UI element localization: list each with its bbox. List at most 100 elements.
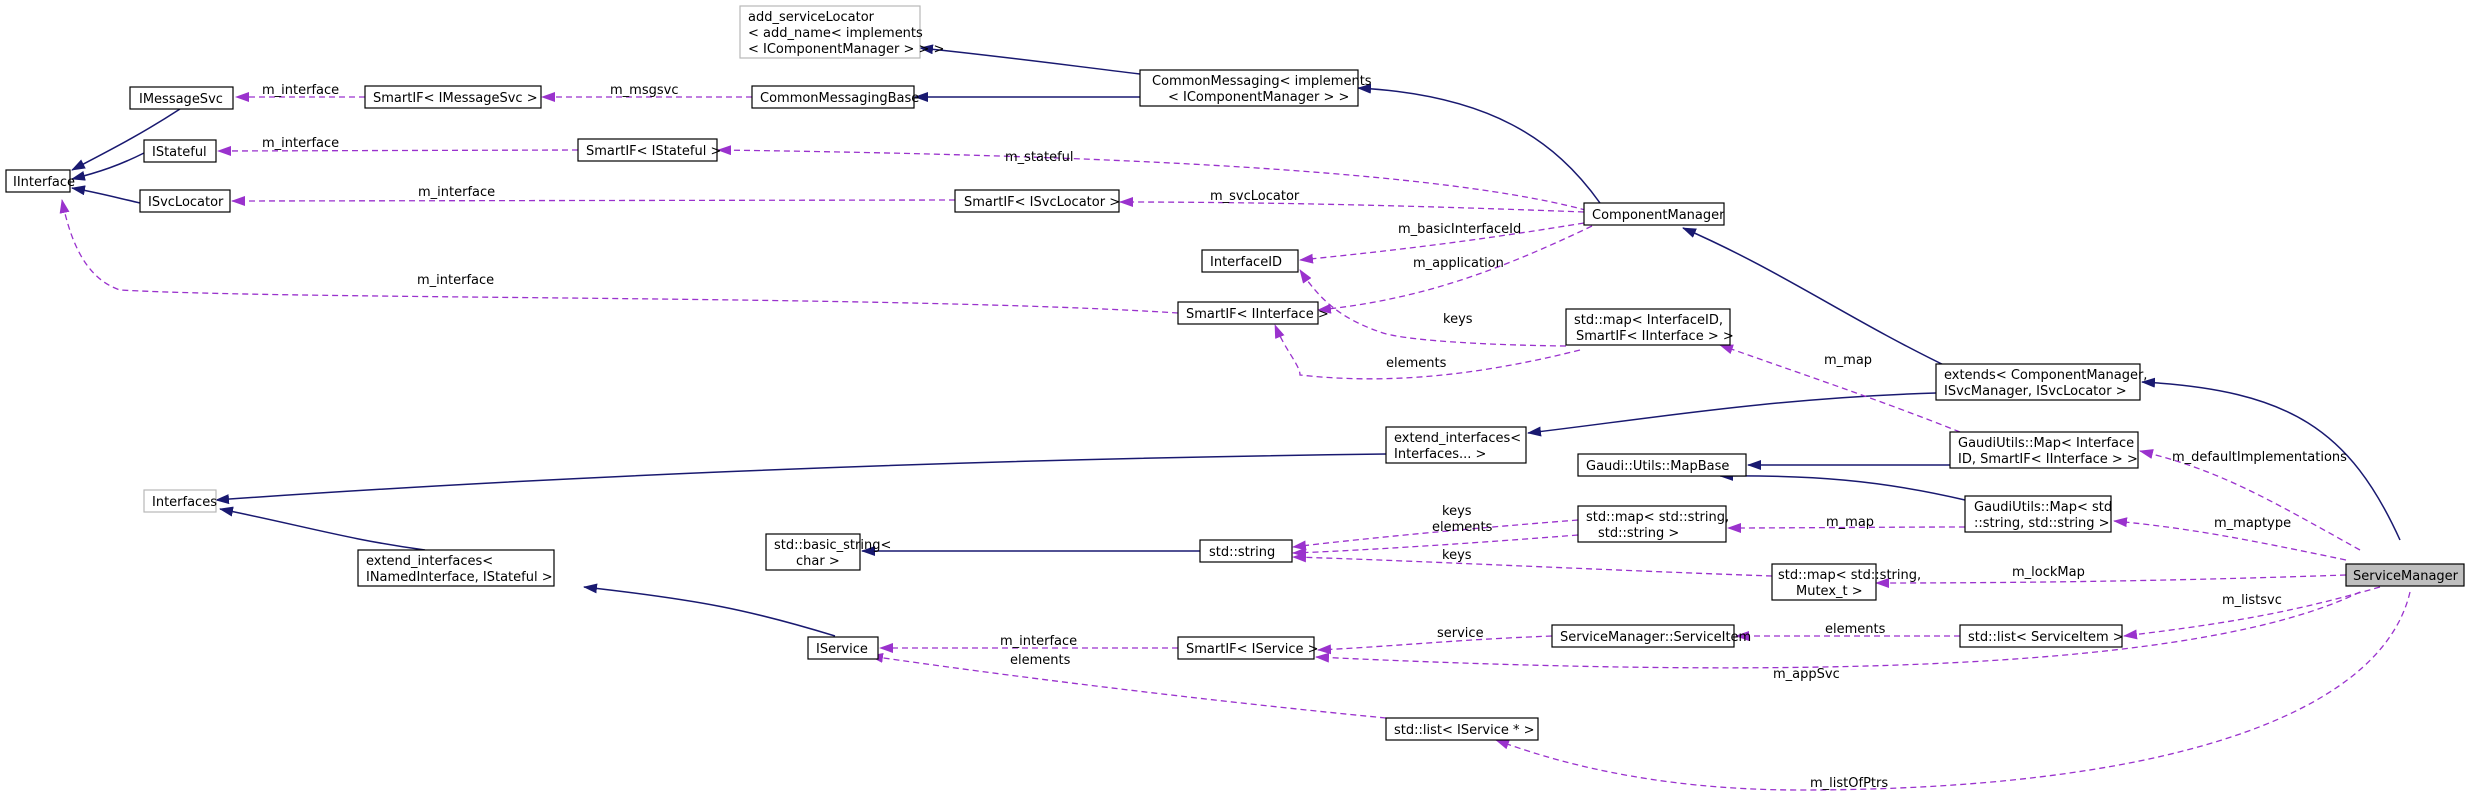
edge-imessagesvc-iinterface <box>71 108 181 171</box>
edge-extendnamed-interfaces <box>219 506 426 551</box>
node-std-string[interactable]: std::string <box>1199 539 1293 563</box>
svg-text:SmartIF< ISvcLocator >: SmartIF< ISvcLocator > <box>964 195 1120 210</box>
svg-text:ServiceManager: ServiceManager <box>2353 569 2459 584</box>
svg-text:< IComponentManager > > >: < IComponentManager > > > <box>748 42 944 57</box>
edge-label-keys: keys <box>1442 548 1472 563</box>
svg-text:SmartIF< IStateful >: SmartIF< IStateful > <box>586 144 721 159</box>
svg-text:add_serviceLocator: add_serviceLocator <box>748 10 875 25</box>
node-map-interfaceid[interactable]: std::map< InterfaceID, SmartIF< IInterfa… <box>1565 308 1734 346</box>
svg-text:ISvcLocator: ISvcLocator <box>148 195 224 210</box>
svg-text:IMessageSvc: IMessageSvc <box>139 92 223 107</box>
node-map-string-string[interactable]: std::map< std::string, std::string > <box>1577 505 1729 543</box>
edge-label-m-interface: m_interface <box>418 185 495 200</box>
node-serviceitem[interactable]: ServiceManager::ServiceItem <box>1551 624 1751 648</box>
edge-label-service: service <box>1437 626 1484 641</box>
node-componentmanager[interactable]: ComponentManager <box>1583 202 1725 226</box>
edge-label-m-interface: m_interface <box>417 273 494 288</box>
svg-text:ISvcManager, ISvcLocator >: ISvcManager, ISvcLocator > <box>1944 384 2127 399</box>
node-add-servicelocator[interactable]: add_serviceLocator < add_name< implement… <box>739 5 944 59</box>
edge-label-elements: elements <box>1386 356 1447 371</box>
edge-label-m-map: m_map <box>1826 515 1874 530</box>
svg-text:SmartIF< IService >: SmartIF< IService > <box>1186 642 1319 657</box>
svg-text:InterfaceID: InterfaceID <box>1210 255 1282 270</box>
node-smartif-iservice[interactable]: SmartIF< IService > <box>1177 636 1319 660</box>
node-servicemanager[interactable]: ServiceManager <box>2345 563 2465 587</box>
svg-text:ServiceManager::ServiceItem: ServiceManager::ServiceItem <box>1560 630 1751 645</box>
node-interfaces[interactable]: Interfaces <box>143 489 217 513</box>
edge-extends-componentmanager <box>1682 227 1951 369</box>
svg-text:std::map< InterfaceID,: std::map< InterfaceID, <box>1574 313 1723 328</box>
edge-gaudimapinterface-map <box>1719 344 1961 433</box>
edge-servicemanager-smartif-iservice <box>1315 591 2361 669</box>
node-smartif-isvclocator[interactable]: SmartIF< ISvcLocator > <box>954 189 1120 213</box>
node-interfaceid[interactable]: InterfaceID <box>1201 249 1299 273</box>
node-gaudi-utils-mapbase[interactable]: Gaudi::Utils::MapBase <box>1577 453 1747 477</box>
svg-text:GaudiUtils::Map< std: GaudiUtils::Map< std <box>1974 500 2112 515</box>
node-isvclocator[interactable]: ISvcLocator <box>139 189 231 213</box>
edge-extendinterfaces-interfaces <box>215 453 1387 505</box>
edges <box>59 44 2411 791</box>
svg-text:::string, std::string >: ::string, std::string > <box>1974 516 2110 531</box>
node-istateful[interactable]: IStateful <box>143 139 217 163</box>
edge-label-elements: elements <box>1432 520 1493 535</box>
svg-text:std::map< std::string,: std::map< std::string, <box>1586 510 1729 525</box>
node-list-iservice-ptr[interactable]: std::list< IService * > <box>1385 717 1539 741</box>
edge-smartif-istateful <box>217 145 579 156</box>
svg-text:std::string >: std::string > <box>1598 526 1679 541</box>
edge-label-m-interface: m_interface <box>1000 634 1077 649</box>
node-extends[interactable]: extends< ComponentManager, ISvcManager, … <box>1935 363 2147 401</box>
edge-label-m-appsvc: m_appSvc <box>1773 667 1840 682</box>
node-extend-interfaces-named[interactable]: extend_interfaces< INamedInterface, ISta… <box>357 549 555 587</box>
node-smartif-imessagesvc[interactable]: SmartIF< IMessageSvc > <box>364 85 542 109</box>
node-gaudiutils-map-interface[interactable]: GaudiUtils::Map< Interface ID, SmartIF< … <box>1949 431 2139 469</box>
node-iservice[interactable]: IService <box>807 636 879 660</box>
edge-serviceitem-smartif-iservice <box>1317 635 1553 655</box>
node-list-serviceitem[interactable]: std::list< ServiceItem > <box>1959 624 2124 648</box>
svg-text:std::list< ServiceItem >: std::list< ServiceItem > <box>1968 630 2124 645</box>
node-commonmessaging[interactable]: CommonMessaging< implements < IComponent… <box>1139 69 1372 107</box>
edge-servicemanager-mapmutex <box>1875 574 2347 588</box>
edge-componentmanager-commonmessaging <box>1357 83 1601 204</box>
svg-text:CommonMessagingBase: CommonMessagingBase <box>760 91 919 106</box>
node-smartif-istateful[interactable]: SmartIF< IStateful > <box>577 138 721 162</box>
svg-text:std::basic_string<: std::basic_string< <box>774 538 891 553</box>
edge-servicemanager-gaudimapinterface <box>2139 449 2361 551</box>
edge-label-m-maptype: m_maptype <box>2214 516 2291 531</box>
edge-mapmutex-stdstring <box>1292 552 1773 577</box>
edge-label-m-svclocator: m_svcLocator <box>1210 189 1300 204</box>
node-iinterface[interactable]: IInterface <box>5 169 75 193</box>
edge-componentmanager-interfaceid <box>1299 222 1585 264</box>
node-basic-string[interactable]: std::basic_string< char > <box>765 533 891 571</box>
svg-text:Gaudi::Utils::MapBase: Gaudi::Utils::MapBase <box>1586 459 1729 474</box>
svg-text:std::map< std::string,: std::map< std::string, <box>1778 568 1921 583</box>
svg-text:std::string: std::string <box>1209 545 1275 560</box>
edge-iservice-extendnamed <box>583 583 836 637</box>
svg-text:< add_name< implements: < add_name< implements <box>748 26 923 41</box>
svg-text:CommonMessaging< implements: CommonMessaging< implements <box>1152 74 1372 89</box>
node-imessagesvc[interactable]: IMessageSvc <box>129 86 234 110</box>
edge-mapstring-stdstring-keys <box>1292 519 1579 551</box>
svg-text:extend_interfaces<: extend_interfaces< <box>1394 431 1521 446</box>
node-map-string-mutex[interactable]: std::map< std::string, Mutex_t > <box>1771 563 1921 601</box>
edge-extends-extendinterfaces <box>1527 392 1937 437</box>
svg-text:GaudiUtils::Map< Interface: GaudiUtils::Map< Interface <box>1958 436 2134 451</box>
edge-label-m-interface: m_interface <box>262 83 339 98</box>
node-extend-interfaces-any[interactable]: extend_interfaces< Interfaces... > <box>1385 426 1527 464</box>
edge-servicemanager-extends <box>2141 377 2401 541</box>
svg-text:IService: IService <box>816 642 868 657</box>
edge-label-m-defaultimplementations: m_defaultImplementations <box>2172 450 2347 465</box>
edge-listiservice-iservice <box>869 652 1387 719</box>
svg-text:char >: char > <box>796 554 840 569</box>
edge-istateful-iinterface <box>71 152 145 181</box>
svg-text:< IComponentManager > >: < IComponentManager > > <box>1168 90 1349 105</box>
edge-smartif-isvclocator <box>231 195 956 206</box>
svg-text:IInterface: IInterface <box>13 175 75 190</box>
edge-label-m-application: m_application <box>1413 256 1504 271</box>
node-commonmessagingbase[interactable]: CommonMessagingBase <box>751 85 919 109</box>
edge-isvclocator-iinterface <box>71 185 141 204</box>
edge-label-m-map: m_map <box>1824 353 1872 368</box>
node-gaudiutils-map-string[interactable]: GaudiUtils::Map< std ::string, std::stri… <box>1964 495 2112 533</box>
svg-text:INamedInterface, IStateful >: INamedInterface, IStateful > <box>366 570 553 585</box>
edge-smartif-iinterface-iinterface <box>59 199 1179 314</box>
node-smartif-iinterface[interactable]: SmartIF< IInterface > <box>1177 301 1329 325</box>
